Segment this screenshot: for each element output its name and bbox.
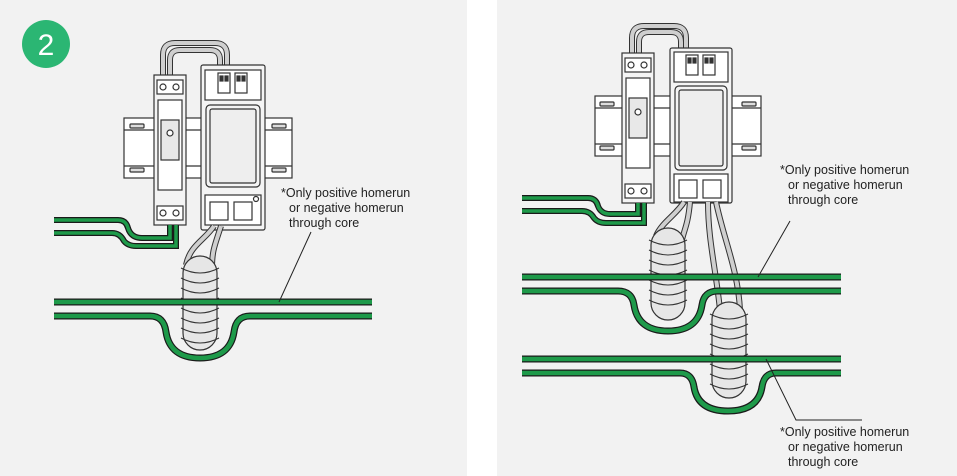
- current-transformer-coil-right-lower: [709, 301, 749, 399]
- note-right-top-line-1: *Only positive homerun: [780, 163, 909, 177]
- note-left-line-1: *Only positive homerun: [281, 186, 410, 200]
- meter-right: [669, 47, 733, 204]
- green-wires-breaker-feed-left: [54, 217, 179, 249]
- step-badge-circle: [22, 20, 70, 68]
- green-homerun-wires-right-upper: [522, 273, 841, 335]
- note-leader-left: [278, 231, 312, 303]
- meter-left: [200, 64, 266, 231]
- note-left-line-2: or negative homerun: [289, 201, 404, 215]
- step-number: 2: [38, 29, 55, 62]
- note-right-bottom-line-1: *Only positive homerun: [780, 425, 909, 439]
- step-badge: 2: [22, 20, 70, 68]
- green-homerun-wires-left: [54, 298, 372, 362]
- breaker-right: [621, 52, 655, 204]
- gray-wires-top-right: [629, 23, 689, 55]
- note-right-bottom-line-3: through core: [788, 455, 858, 469]
- note-leader-right-top: [757, 220, 791, 278]
- note-right-top: *Only positive homerun or negative homer…: [780, 163, 913, 207]
- note-left: *Only positive homerun or negative homer…: [281, 186, 414, 230]
- note-right-bottom-line-2: or negative homerun: [788, 440, 903, 454]
- gray-wires-ct-right: [653, 200, 743, 311]
- green-wires-breaker-feed-right: [522, 195, 647, 226]
- note-leader-right-bottom: [765, 358, 862, 421]
- note-left-line-3: through core: [289, 216, 359, 230]
- note-right-top-line-3: through core: [788, 193, 858, 207]
- breaker-left: [153, 74, 187, 226]
- gray-wires-top-left: [160, 40, 230, 78]
- note-right-top-line-2: or negative homerun: [788, 178, 903, 192]
- note-right-bottom: *Only positive homerun or negative homer…: [780, 425, 913, 469]
- green-homerun-wires-right-lower: [522, 355, 841, 415]
